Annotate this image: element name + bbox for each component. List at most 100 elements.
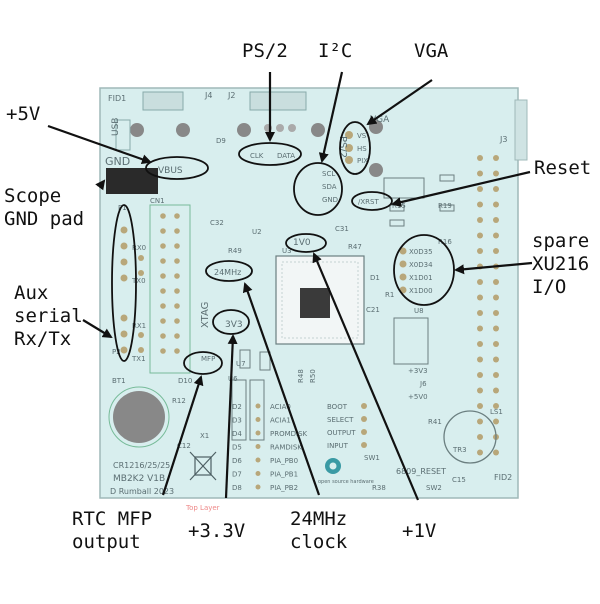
j3-pin	[477, 434, 483, 440]
label-r48: R48	[297, 369, 305, 383]
callout-plus3v3: +3.3V	[188, 520, 246, 542]
cn1-pin	[160, 348, 166, 354]
label-r41: R41	[428, 418, 442, 426]
led-label: RAMDISK	[270, 444, 302, 452]
label-author: D Rumball 2023	[110, 487, 174, 496]
j3-pin	[477, 449, 483, 456]
cn1-pin	[160, 213, 166, 219]
j3-pin	[477, 232, 483, 239]
j3-pin	[477, 155, 483, 161]
j3-pin	[477, 186, 483, 192]
label-rx1: RX1	[132, 322, 146, 330]
j3-pin	[493, 170, 499, 177]
led-pad	[255, 484, 261, 490]
callout-vga: VGA	[414, 40, 449, 62]
j3-pin	[493, 418, 499, 425]
callout-spare-io: spare XU216 I/O	[532, 230, 590, 298]
j3-pin	[493, 232, 499, 239]
spare-io-pads	[399, 247, 407, 294]
j3-pin	[493, 310, 499, 316]
callout-plus5v: +5V	[6, 103, 41, 125]
label-oshw: open source hardware	[318, 479, 374, 485]
j3-pin	[477, 387, 483, 394]
cn1-pin	[174, 303, 180, 309]
led-pad	[255, 403, 261, 409]
cn1-pin	[174, 258, 180, 264]
label-6809-reset: 6809_RESET	[396, 467, 446, 476]
led-ref: D5	[232, 444, 242, 452]
callout-i2c: I²C	[318, 40, 353, 62]
label-u6: U6	[228, 375, 238, 383]
j3-pin	[493, 248, 499, 254]
j3-pin	[493, 186, 499, 192]
led-pad	[255, 471, 261, 476]
label-tr3: TR3	[452, 446, 467, 454]
label-u7: U7	[236, 360, 246, 368]
label-r16: R16	[438, 238, 452, 246]
label-mfp: MFP	[201, 355, 215, 363]
callout-reset: Reset	[534, 157, 592, 179]
led-pad	[255, 430, 261, 436]
label-pix: PIX	[357, 157, 368, 165]
j3-pin	[493, 325, 499, 332]
cn1-pin	[174, 288, 180, 294]
usb-connector	[142, 91, 184, 111]
annotation-arrows	[47, 71, 533, 501]
j3-header	[477, 155, 499, 456]
cn1-pin	[160, 273, 166, 279]
label-ls1: LS1	[490, 408, 503, 416]
label-j4: J4	[204, 91, 212, 100]
j3-pin	[477, 356, 483, 363]
label-u3: U3	[282, 247, 292, 255]
j3-pin	[493, 341, 499, 347]
label-x0d34: X0D34	[409, 261, 433, 269]
ellipse-vga	[339, 121, 371, 175]
j3-pin	[477, 418, 483, 425]
led-pad	[255, 417, 261, 422]
label-fid1: FID1	[108, 94, 126, 103]
label-vbus: VBUS	[158, 166, 183, 176]
cn1-pin	[160, 333, 166, 339]
ellipse-3v3	[212, 309, 250, 335]
label-c12: C12	[177, 442, 191, 450]
label-data: DATA	[277, 152, 295, 160]
j3-pin	[477, 325, 483, 332]
label-x1d00: X1D00	[409, 287, 433, 295]
label-usb: USB	[111, 118, 121, 136]
label-sda: SDA	[322, 183, 337, 191]
callout-plus1v: +1V	[402, 520, 437, 542]
rtc-battery	[113, 391, 165, 443]
label-j6: J6	[419, 380, 427, 388]
label-top-layer: Top Layer	[185, 504, 220, 512]
button-label: INPUT	[327, 442, 349, 450]
j3-pin	[493, 356, 499, 363]
weee-bin-icon	[189, 451, 217, 481]
led-ref: D8	[232, 484, 242, 492]
label-c32: C32	[210, 219, 224, 227]
j3-pin	[477, 294, 483, 301]
j3-pin	[477, 248, 483, 254]
led-label: PIA_PB0	[270, 457, 298, 465]
config-buttons	[361, 403, 367, 448]
cn1-pin	[174, 228, 180, 234]
callout-aux-serial: Aux serial Rx/Tx	[14, 282, 83, 350]
led-label: PROMDISK	[270, 430, 308, 438]
label-x1d01: X1D01	[409, 274, 433, 282]
cn1-pin	[160, 288, 166, 294]
j3-pin	[493, 201, 499, 208]
led-pad	[255, 444, 261, 449]
j3-pin	[493, 155, 499, 161]
label-r50: R50	[309, 369, 317, 383]
label-plus3v3: +3V3	[408, 367, 428, 375]
j3-pin	[477, 201, 483, 208]
label-tx0: TX0	[131, 277, 146, 285]
cn1-pin	[160, 228, 166, 234]
label-vs: VS	[357, 132, 367, 140]
led-ref: D4	[232, 430, 242, 438]
j3-pin	[493, 294, 499, 301]
label-d10: D10	[178, 377, 192, 385]
led-ref: D2	[232, 403, 242, 411]
led-label: ACIA0	[270, 403, 291, 411]
cn1-header	[160, 213, 180, 354]
